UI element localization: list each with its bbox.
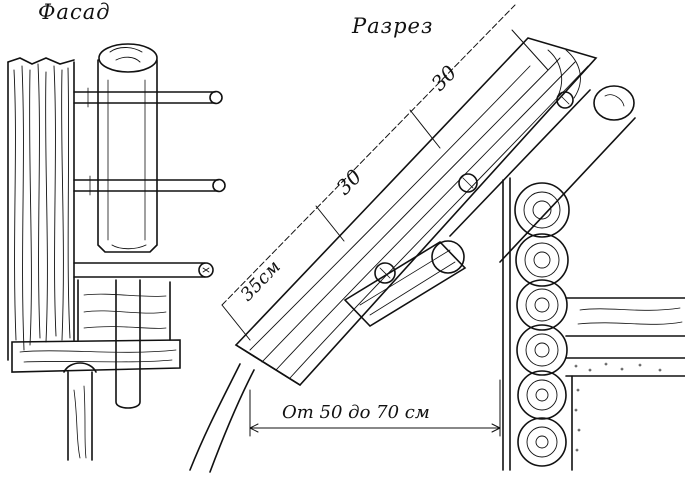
facade-log-wall: [7, 57, 75, 361]
log-ring-3: [516, 279, 568, 331]
section-support-pole: [189, 363, 255, 473]
section-cross-block: [343, 240, 467, 328]
section-floor-beam: [565, 297, 685, 471]
facade-rungs: [73, 87, 226, 278]
facade-view: [7, 43, 226, 461]
section-view: [189, 4, 685, 473]
facade-vertical-pole: [97, 43, 158, 253]
section-purlin: [449, 85, 636, 263]
section-wall-logs: [502, 177, 570, 471]
log-ring-1: [514, 182, 570, 238]
log-ring-2: [515, 233, 569, 287]
section-inclined-log: [234, 37, 598, 387]
dimension-lower-segment: 35см: [236, 256, 284, 305]
log-ring-4: [516, 324, 568, 376]
log-ring-5: [517, 370, 567, 420]
section-dimension-lines: [221, 4, 549, 341]
dimension-middle-segment: 30: [331, 164, 366, 199]
log-ring-6: [517, 417, 567, 467]
section-knots: [374, 91, 574, 284]
facade-title: Фасад: [38, 0, 111, 24]
spacing-dimension: [249, 379, 501, 437]
facade-base: [11, 279, 181, 461]
dimension-spacing: От 50 до 70 см: [282, 402, 430, 423]
section-title: Разрез: [352, 14, 434, 38]
